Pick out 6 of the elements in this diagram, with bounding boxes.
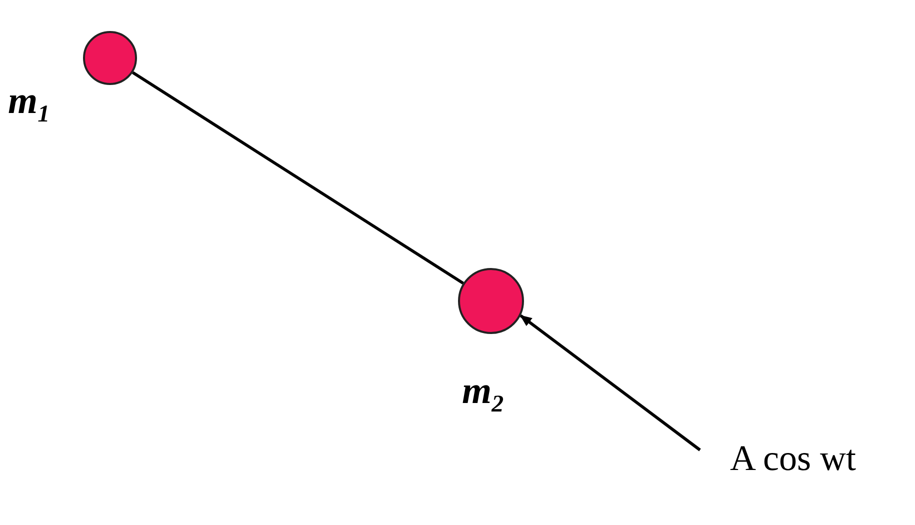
mass-label: m$_{1}$ — [8, 82, 50, 127]
mass-circle — [83, 31, 137, 85]
force-arrow — [520, 314, 701, 452]
mass-label: m$_{2}$ — [462, 372, 504, 417]
force-label: A cos wt — [730, 440, 856, 476]
rod-line — [132, 71, 464, 285]
